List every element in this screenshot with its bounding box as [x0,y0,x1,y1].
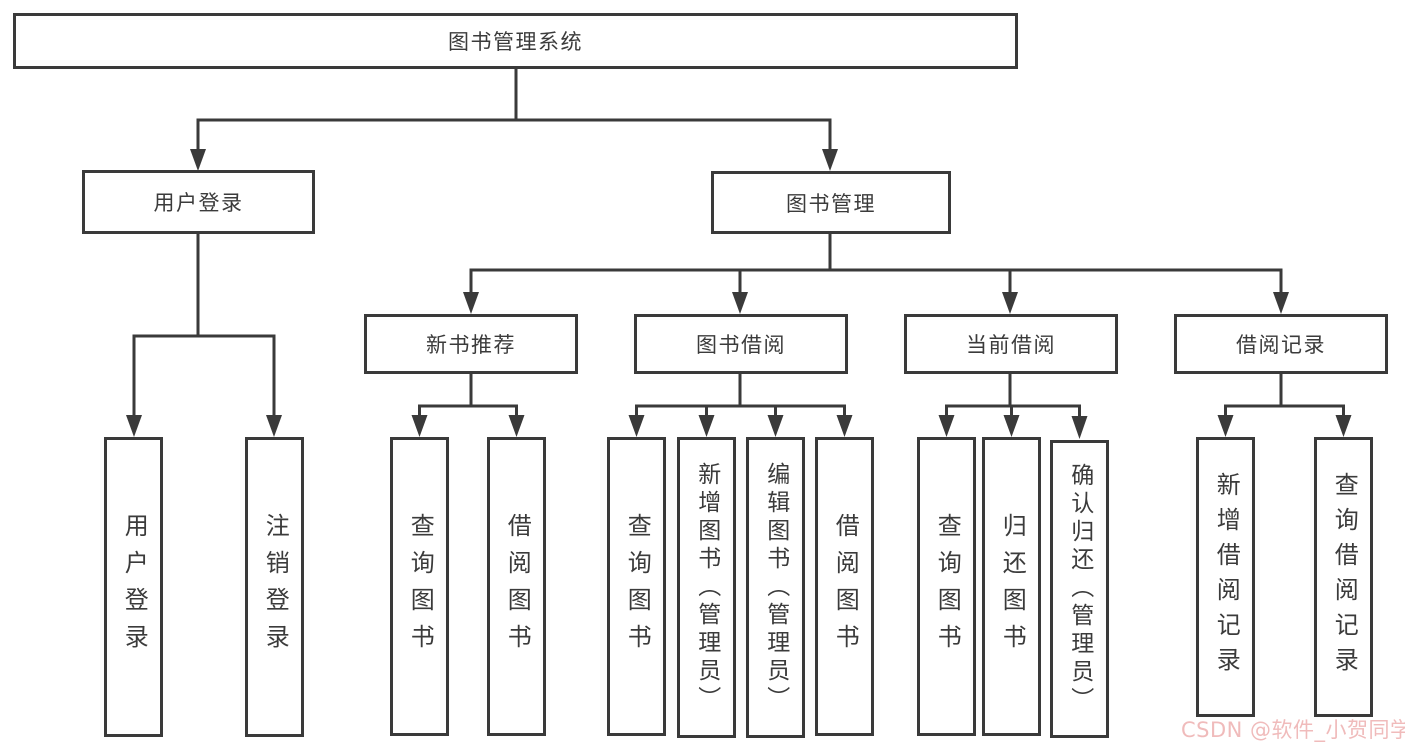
connector-cb-to-leaves [938,373,1088,439]
node-borrowing-records-label: 借阅记录 [1236,333,1326,357]
leaf-nbr-borrow-books: 借阅图书 [487,437,546,736]
connector-br-to-leaves [1217,373,1352,437]
leaf-cb-confirm-return-admin: 确认归还（管理员） [1050,440,1109,738]
node-user-login-label: 用户登录 [153,191,244,215]
leaf-cb-confirm-return-admin-label: 确认归还（管理员） [1066,463,1093,715]
node-root-label: 图书管理系统 [448,30,583,54]
node-new-book-recommend: 新书推荐 [364,314,578,374]
leaf-user-login-label: 用户登录 [120,513,149,661]
connector-root-to-level2 [190,68,838,171]
leaf-cb-query-books: 查询图书 [917,437,976,736]
leaf-bb-add-books-admin: 新增图书（管理员） [677,437,736,738]
leaf-bb-query-books: 查询图书 [607,437,666,736]
leaf-nbr-borrow-books-label: 借阅图书 [503,512,532,661]
node-borrowing-records: 借阅记录 [1174,314,1388,374]
leaf-logout-label: 注销登录 [261,513,290,661]
node-book-borrowing-label: 图书借阅 [696,333,786,357]
leaf-br-query-record: 查询借阅记录 [1314,437,1373,717]
node-current-borrowing-label: 当前借阅 [966,333,1056,357]
node-book-management: 图书管理 [711,171,951,234]
csdn-watermark: CSDN @软件_小贺同学 [1181,718,1405,742]
connector-mgmt-to-level3 [463,233,1289,314]
leaf-cb-return-books-label: 归还图书 [998,512,1027,661]
connector-nbr-to-leaves [411,373,525,437]
leaf-bb-query-books-label: 查询图书 [623,512,652,661]
node-root: 图书管理系统 [13,13,1018,69]
connector-bb-to-leaves [628,373,853,437]
leaf-bb-borrow-books-label: 借阅图书 [831,512,860,661]
leaf-cb-query-books-label: 查询图书 [933,512,962,661]
leaf-cb-return-books: 归还图书 [982,437,1041,736]
node-book-borrowing: 图书借阅 [634,314,848,374]
leaf-user-login: 用户登录 [104,437,163,737]
leaf-br-query-record-label: 查询借阅记录 [1330,472,1359,682]
leaf-bb-add-books-admin-label: 新增图书（管理员） [693,461,720,714]
leaf-nbr-query-books: 查询图书 [390,437,449,736]
leaf-logout: 注销登录 [245,437,304,737]
leaf-bb-edit-books-admin-label: 编辑图书（管理员） [762,461,789,714]
node-book-management-label: 图书管理 [786,191,876,216]
leaf-nbr-query-books-label: 查询图书 [406,512,435,661]
node-user-login: 用户登录 [82,170,315,234]
node-new-book-recommend-label: 新书推荐 [426,333,516,357]
leaf-br-add-record-label: 新增借阅记录 [1212,472,1241,682]
connector-login-to-leaves [126,233,282,437]
leaf-br-add-record: 新增借阅记录 [1196,437,1255,717]
leaf-bb-edit-books-admin: 编辑图书（管理员） [746,437,805,738]
node-current-borrowing: 当前借阅 [904,314,1118,374]
leaf-bb-borrow-books: 借阅图书 [815,437,874,736]
